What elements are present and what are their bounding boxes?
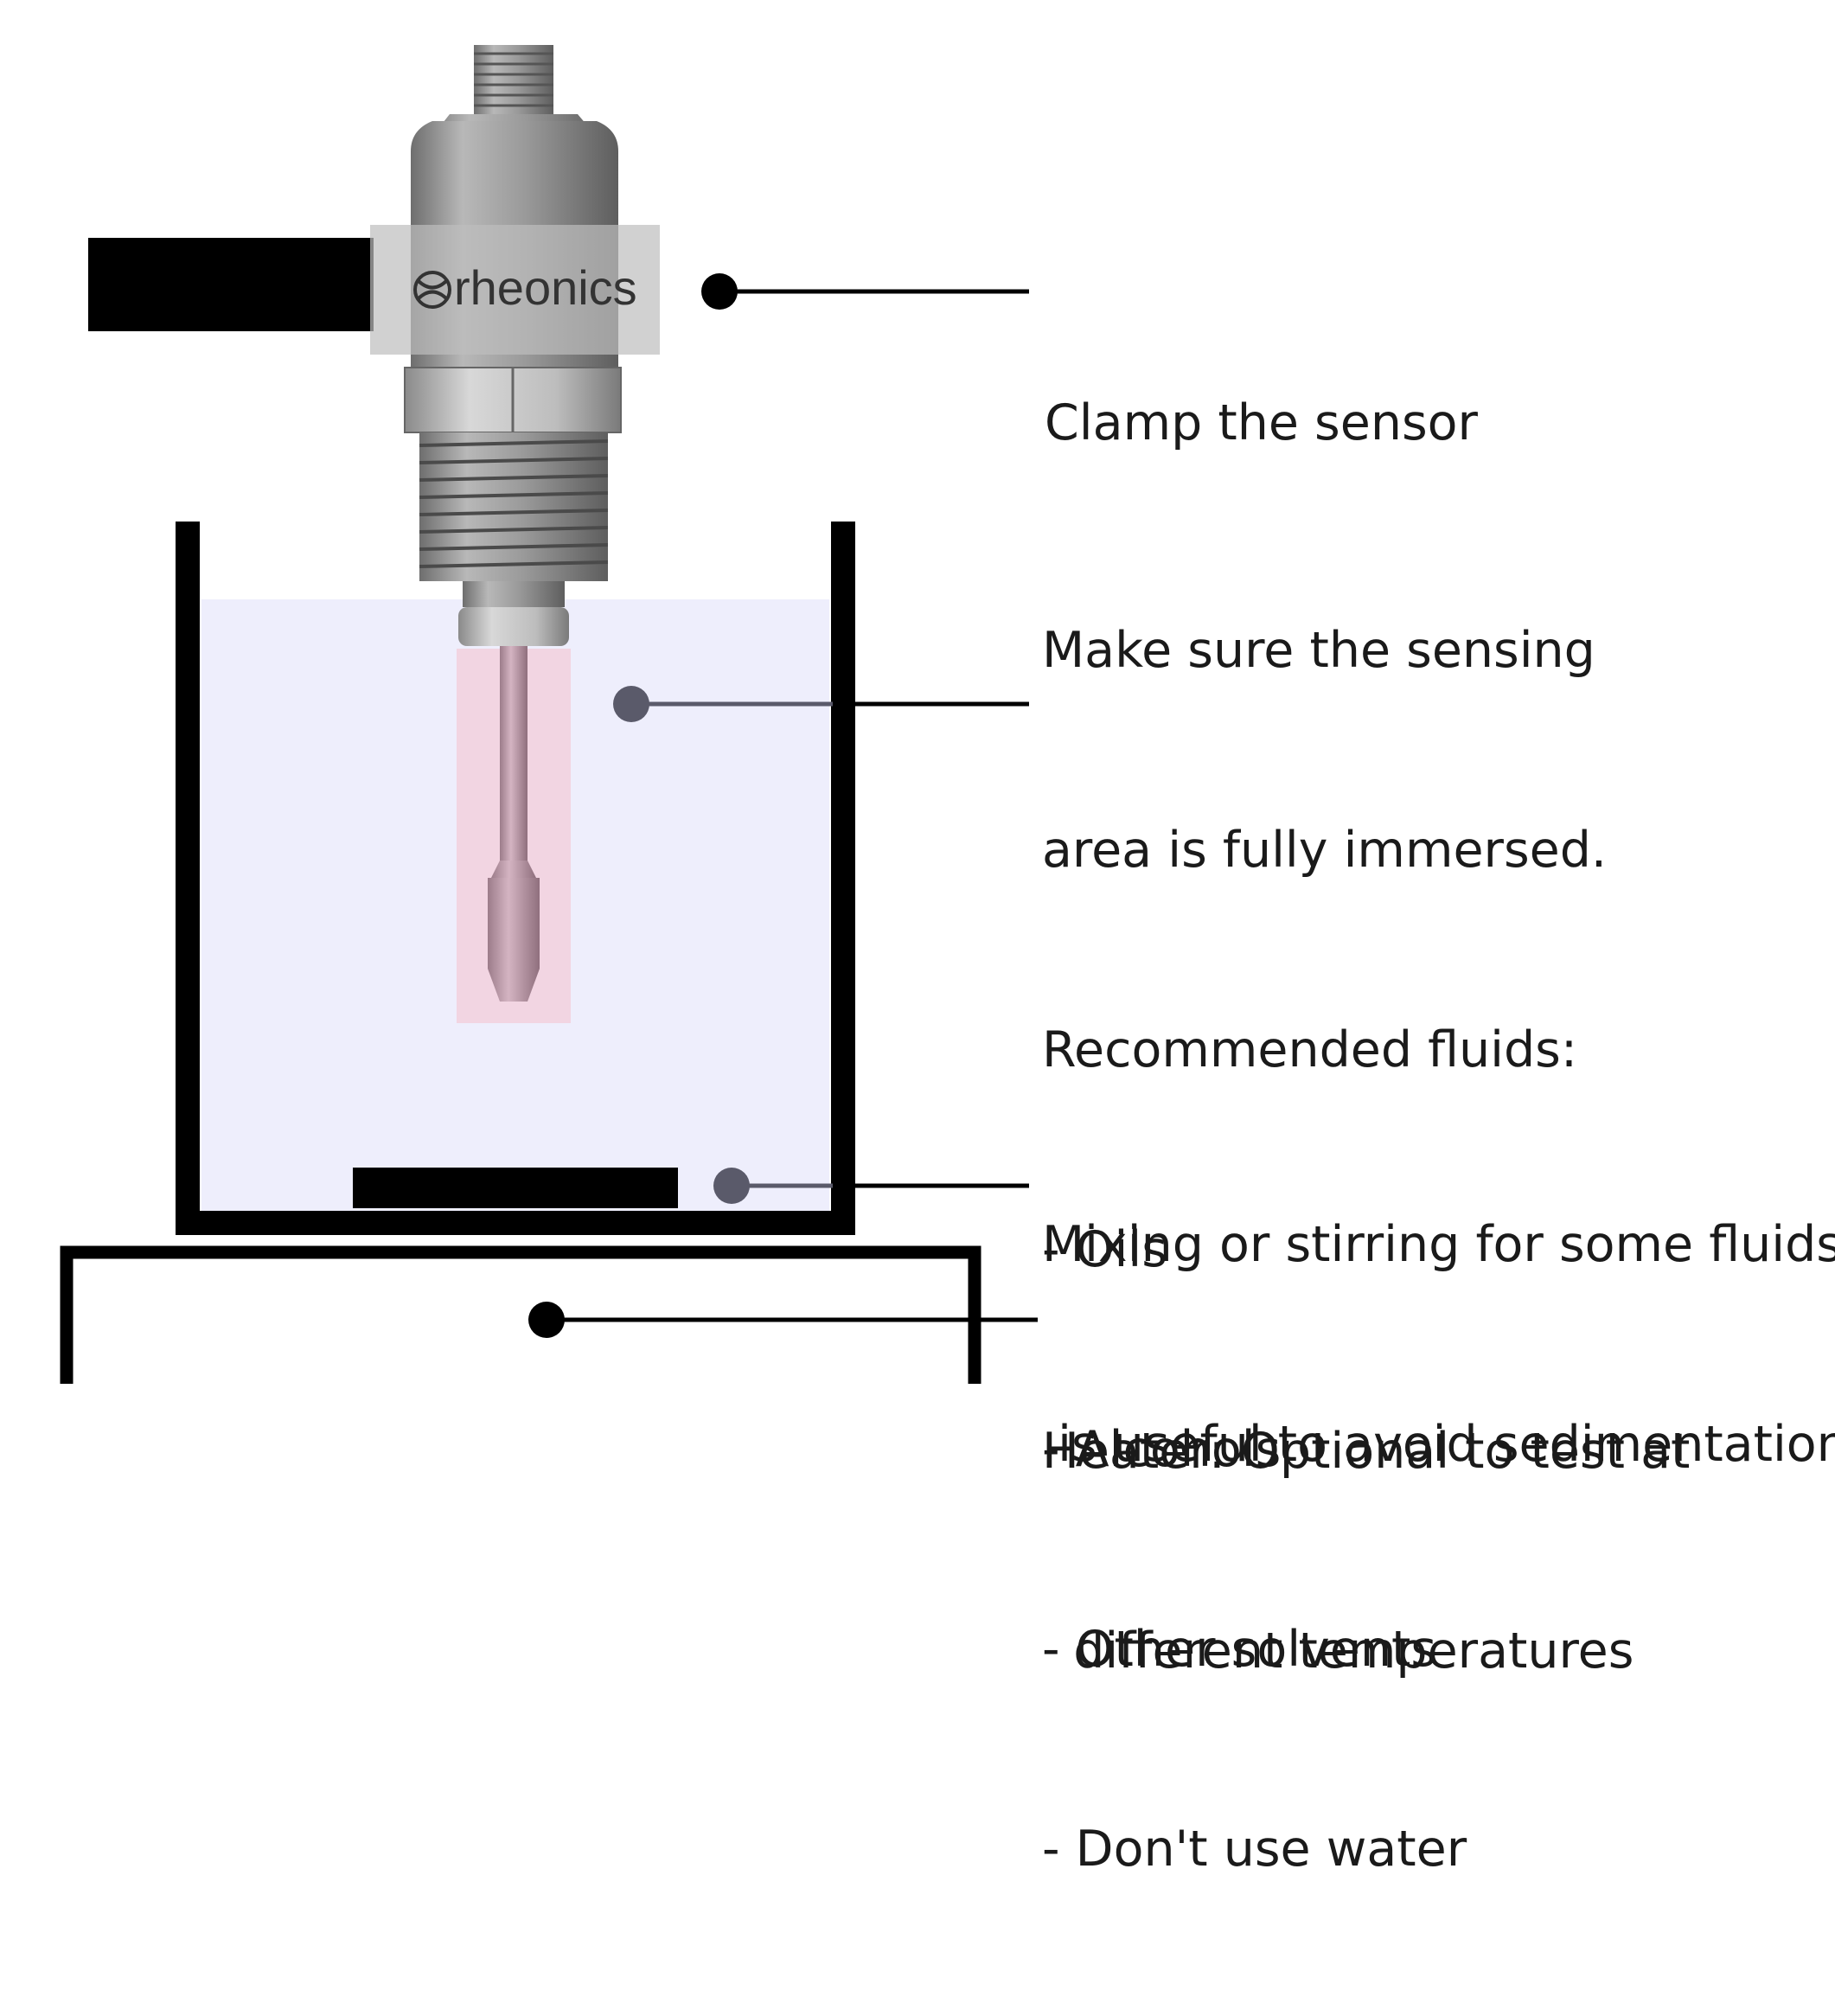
- heater-pointer: [528, 1302, 1038, 1338]
- setup-diagram: rheonics: [60, 45, 1835, 1878]
- sensing-line: Make sure the sensing: [1042, 622, 1595, 679]
- clamp-callout: Clamp the sensor: [1045, 257, 1478, 590]
- clamp-pointer: [701, 273, 1029, 310]
- rheonics-logo-icon: [413, 271, 451, 309]
- mixing-line: Mixing or stirring for some fluids: [1042, 1216, 1835, 1273]
- heater-line: different temperatures: [1042, 1622, 1634, 1680]
- heater-line: Heater: Optional to test at: [1042, 1423, 1691, 1480]
- sensing-line: - Oils: [1042, 1221, 1167, 1278]
- sensing-pointer: [613, 686, 1029, 722]
- clamp-callout-text: Clamp the sensor: [1045, 394, 1478, 451]
- stir-bar: [353, 1168, 678, 1208]
- container: [176, 522, 855, 1235]
- mixing-pointer: [713, 1168, 1029, 1204]
- brand-logo: rheonics: [454, 260, 637, 315]
- sensor-probe: [488, 646, 540, 1002]
- heater-callout: Heater: Optional to test at different te…: [1042, 1285, 1690, 1818]
- diagram-canvas: rheonics: [60, 45, 1038, 1384]
- sensing-line: - Don't use water: [1042, 1821, 1467, 1878]
- sensing-line: area is fully immersed.: [1042, 822, 1608, 879]
- clamp-arm: [88, 238, 374, 331]
- clamp-overlay: [370, 225, 660, 355]
- sensing-line: Recommended fluids:: [1042, 1021, 1578, 1078]
